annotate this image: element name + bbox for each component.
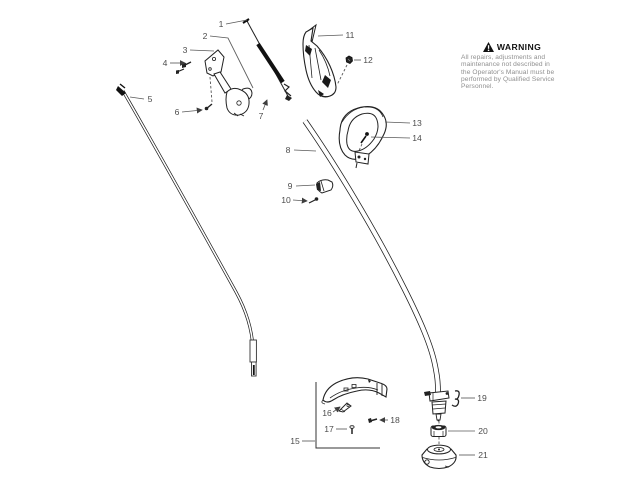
warning-box: WARNING All repairs, adjustments and mai… xyxy=(461,42,563,90)
callout-2: 2 xyxy=(203,31,208,41)
loop-handle-screw xyxy=(357,132,369,154)
assembly-guide-dash xyxy=(209,76,213,103)
loop-handle xyxy=(338,106,387,169)
clamp-screw xyxy=(204,103,213,111)
warning-triangle-icon xyxy=(482,42,494,52)
callout-15: 15 xyxy=(290,436,300,446)
debris-shield xyxy=(321,377,388,405)
warning-line-3: the Operator's Manual must be xyxy=(461,68,555,76)
callout-6: 6 xyxy=(175,107,180,117)
warning-body: All repairs, adjustments and maintenance… xyxy=(461,54,563,90)
trimmer-head xyxy=(421,444,457,470)
drive-bushing xyxy=(430,424,447,437)
callout-13: 13 xyxy=(412,118,422,128)
shield-screw-2 xyxy=(368,418,378,423)
warning-line-2: maintenance not described in xyxy=(461,61,550,69)
callout-4: 4 xyxy=(163,58,168,68)
warning-line-4: performed by Qualified Service xyxy=(461,75,555,83)
callout-8: 8 xyxy=(286,145,291,155)
throttle-cable xyxy=(242,18,292,101)
callout-5: 5 xyxy=(148,94,153,104)
callout-19: 19 xyxy=(477,393,487,403)
warning-line-1: All repairs, adjustments and xyxy=(461,54,546,61)
mounting-screws xyxy=(176,61,192,74)
callout-1: 1 xyxy=(219,19,224,29)
callout-14: 14 xyxy=(412,133,422,143)
callout-16: 16 xyxy=(322,408,332,418)
flexible-drive-shaft xyxy=(116,83,257,377)
callout-11: 11 xyxy=(346,30,355,40)
callout-20: 20 xyxy=(478,426,488,436)
callout-18: 18 xyxy=(390,415,400,425)
callout-9: 9 xyxy=(288,181,293,191)
leader-lines xyxy=(129,19,475,456)
callout-21: 21 xyxy=(478,450,488,460)
callout-10: 10 xyxy=(281,195,291,205)
callout-3: 3 xyxy=(183,45,188,55)
shield-bracket-outline xyxy=(315,382,380,449)
callout-7: 7 xyxy=(259,111,264,121)
throttle-handle-housing xyxy=(302,23,337,98)
retaining-clip xyxy=(451,390,460,407)
drive-shaft-housing xyxy=(302,119,441,393)
shield-screw xyxy=(349,425,355,434)
callout-12: 12 xyxy=(363,55,373,65)
line-cutter-blade xyxy=(338,402,352,413)
warning-line-5: Personnel. xyxy=(461,83,494,91)
callout-labels: 1 2 3 4 5 6 7 8 9 10 11 12 13 14 15 16 1… xyxy=(148,19,488,460)
handle-nut xyxy=(336,55,353,86)
warning-heading: WARNING xyxy=(496,42,542,52)
handle-bracket xyxy=(204,49,250,117)
warning-heading-row: WARNING xyxy=(461,42,563,52)
callout-17: 17 xyxy=(324,424,334,434)
cable-clamp xyxy=(316,179,334,194)
lower-shaft-coupler xyxy=(424,390,450,422)
housing-screw xyxy=(308,197,319,204)
